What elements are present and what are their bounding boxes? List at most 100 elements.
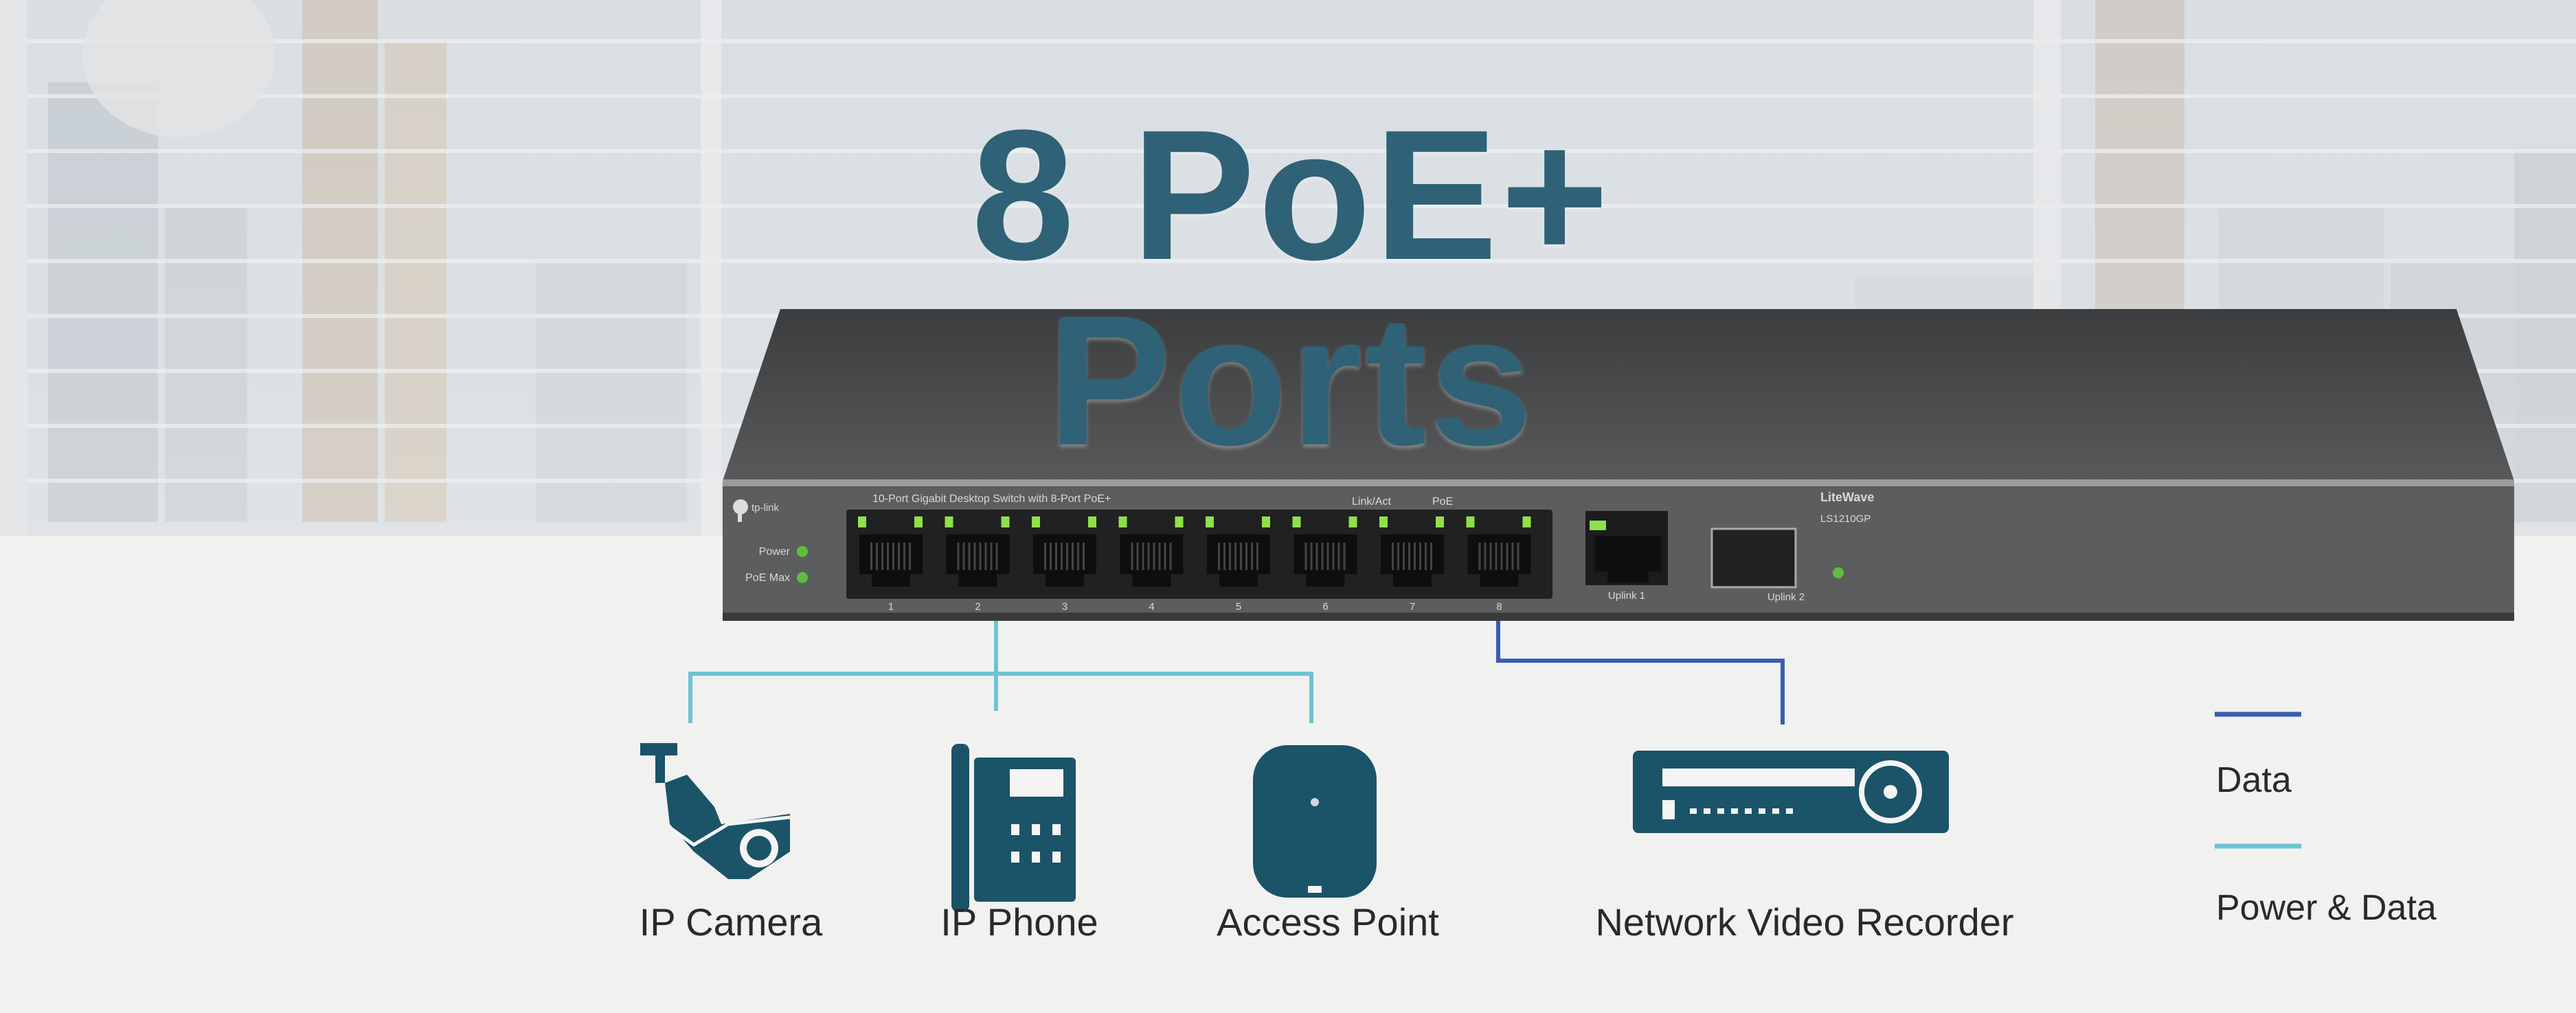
port-pin: [957, 543, 960, 570]
link-led: [1032, 516, 1040, 527]
port-pin: [984, 543, 987, 570]
series-logo: LiteWave: [1820, 490, 1874, 504]
nvr-icon: [1633, 751, 1949, 833]
port-pin: [1315, 543, 1318, 570]
port-pin: [1506, 543, 1509, 570]
device-label-ip-phone: IP Phone: [940, 900, 1098, 944]
uplink1-port: [1585, 511, 1668, 585]
link-led: [945, 516, 953, 527]
port-pin: [1517, 543, 1519, 570]
port-pin: [1414, 543, 1416, 570]
link-led: [1292, 516, 1301, 527]
port-pin: [1332, 543, 1335, 570]
port-pin: [1234, 543, 1236, 570]
link-led: [1118, 516, 1127, 527]
model-number: LS1210GP: [1820, 513, 1871, 525]
poe-port-6: 6: [1292, 516, 1357, 613]
port-pin: [1310, 543, 1313, 570]
port-pin: [1142, 543, 1144, 570]
uplink2-label: Uplink 2: [1767, 591, 1805, 603]
port-jack: [1293, 534, 1357, 574]
poe-led: [1436, 516, 1444, 527]
port-jack: [1467, 534, 1531, 574]
port-pin: [1061, 543, 1063, 570]
device-label-access-point: Access Point: [1217, 900, 1439, 944]
port-pin: [1397, 543, 1399, 570]
port-pin: [1489, 543, 1492, 570]
port-pin: [1304, 543, 1307, 570]
port-pin: [887, 543, 889, 570]
port-pin: [1511, 543, 1514, 570]
port-pin: [1055, 543, 1057, 570]
poe-port-5: 5: [1206, 516, 1270, 613]
poe-port-4: 4: [1118, 516, 1184, 613]
port-jack-tab: [1046, 571, 1084, 587]
port-number: 3: [1062, 601, 1067, 613]
port-pin: [1495, 543, 1498, 570]
port-pin: [1326, 543, 1329, 570]
port-number: 2: [975, 601, 980, 613]
port-pin: [1337, 543, 1340, 570]
port-pin: [1240, 543, 1242, 570]
port-pin: [1153, 543, 1155, 570]
poe-led: [1262, 516, 1270, 527]
poe-led: [1088, 516, 1096, 527]
port-pin: [1425, 543, 1427, 570]
port-number: 6: [1322, 601, 1328, 613]
ip-phone-icon: [951, 744, 1076, 912]
uplink1-label: Uplink 1: [1608, 590, 1645, 602]
power-led-label: Power: [759, 546, 791, 558]
port-pin: [1403, 543, 1405, 570]
device-label-ip-camera: IP Camera: [639, 900, 823, 944]
port-pin: [1484, 543, 1487, 570]
port-jack: [946, 534, 1010, 574]
port-pin: [1245, 543, 1247, 570]
poe-max-led: [797, 572, 808, 583]
port-jack-tab: [1480, 571, 1519, 587]
uplink2-sfp-port: [1710, 527, 1797, 589]
port-pin: [1419, 543, 1421, 570]
port-pin: [903, 543, 905, 570]
poe-label: PoE: [1432, 496, 1453, 508]
legend-data-label: Data: [2216, 760, 2292, 800]
device-label-nvr: Network Video Recorder: [1595, 900, 2014, 944]
ip-camera-icon: [640, 743, 791, 879]
port-pin: [1147, 543, 1150, 570]
port-jack: [1120, 534, 1184, 574]
port-pin: [1044, 543, 1046, 570]
link-led: [1466, 516, 1475, 527]
port-number: 1: [888, 601, 894, 613]
port-pin: [1218, 543, 1220, 570]
port-jack-tab: [872, 571, 910, 587]
port-pin: [968, 543, 971, 570]
port-pin: [1072, 543, 1074, 570]
port-jack: [1207, 534, 1270, 574]
port-number: 8: [1496, 601, 1502, 613]
poe-led: [914, 516, 923, 527]
page-title: 8 PoE+ Ports: [971, 92, 1612, 484]
port-pin: [1392, 543, 1394, 570]
power-led: [797, 546, 808, 557]
port-number: 5: [1236, 601, 1241, 613]
tp-link-logo: [733, 499, 748, 522]
port-pin: [909, 543, 911, 570]
poe-port-7: 7: [1379, 516, 1444, 613]
port-jack: [1381, 534, 1444, 574]
port-jack-tab: [958, 571, 997, 587]
port-jack-tab: [1393, 571, 1432, 587]
port-jack-tab: [1132, 571, 1171, 587]
port-pin: [1223, 543, 1225, 570]
port-pin: [1229, 543, 1231, 570]
port-pin: [1430, 543, 1432, 570]
port-pin: [973, 543, 976, 570]
port-jack: [859, 534, 923, 574]
port-number: 7: [1410, 601, 1415, 613]
port-pin: [898, 543, 900, 570]
port-pin: [1500, 543, 1503, 570]
port-number: 4: [1149, 601, 1154, 613]
link-led: [1379, 516, 1388, 527]
link-led: [1206, 516, 1214, 527]
port-pin: [1169, 543, 1172, 570]
port-pin: [1478, 543, 1481, 570]
port-pin: [1066, 543, 1068, 570]
